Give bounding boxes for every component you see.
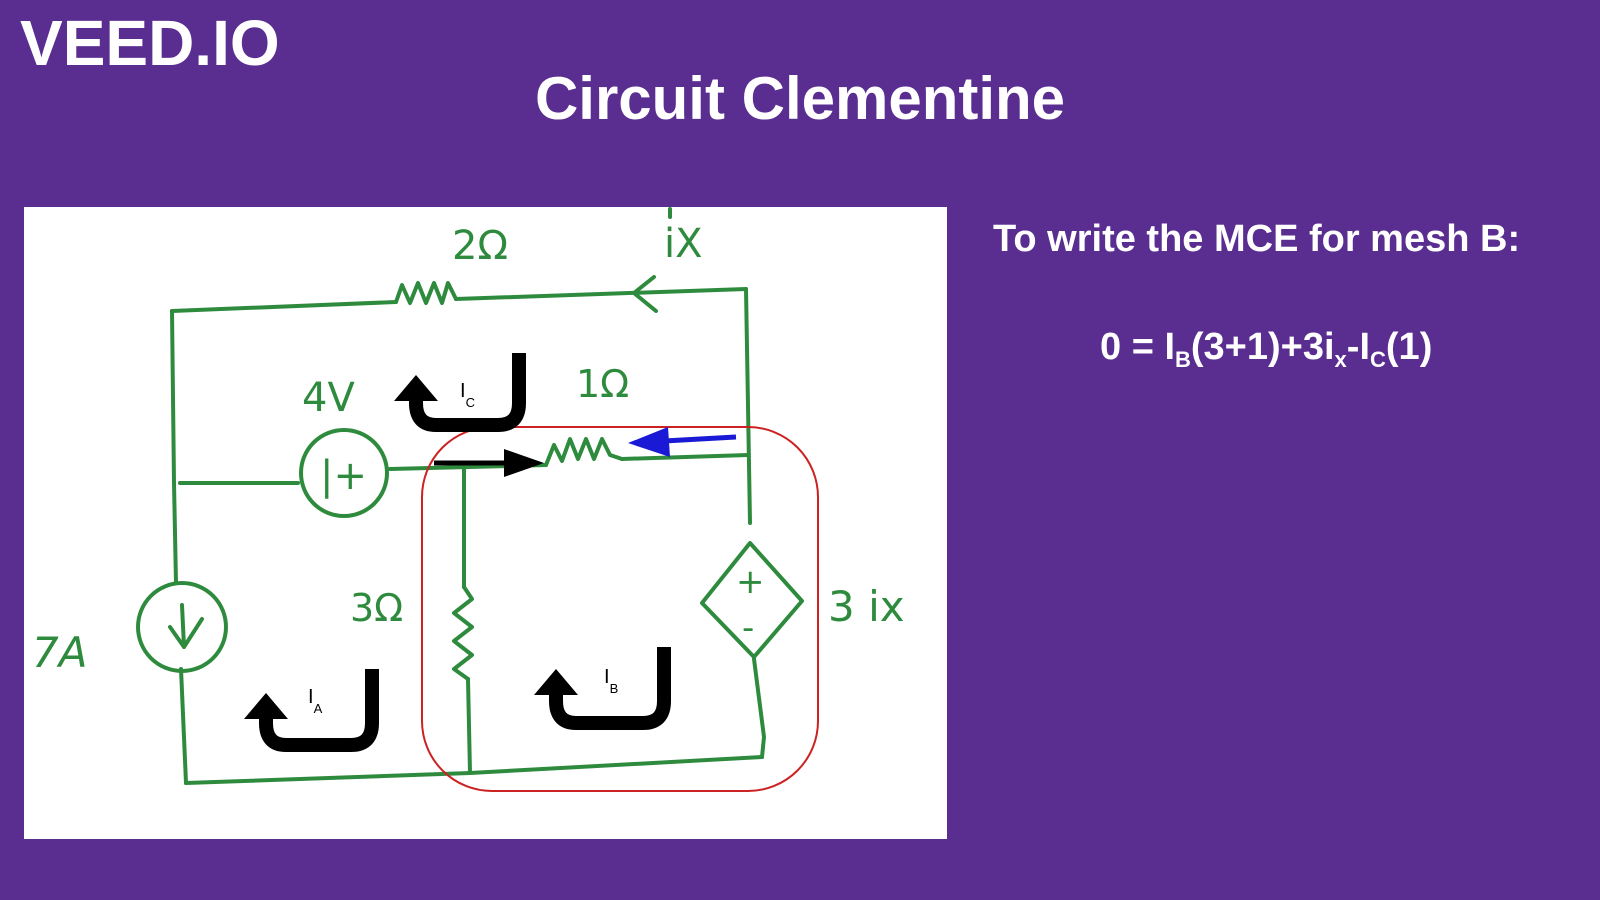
mesh-c-label: IC xyxy=(460,380,475,410)
resistor-1-ohm xyxy=(544,437,624,467)
eq-sub-b: B xyxy=(1175,347,1191,372)
resistor-2-ohm xyxy=(394,281,458,305)
label-1-ohm: 1Ω xyxy=(576,362,629,406)
mesh-arrow-a xyxy=(244,669,379,752)
bottom-wire xyxy=(184,755,764,785)
top-wire-left xyxy=(170,300,398,313)
mesh-a-label: IA xyxy=(308,686,323,716)
mesh-arrow-b xyxy=(534,647,671,730)
label-ix-top: iX xyxy=(664,221,703,267)
label-4v: 4V xyxy=(302,375,355,421)
circuit-wires xyxy=(136,207,804,785)
left-wire-bottom xyxy=(179,667,188,785)
mce-equation: 0 = IB(3+1)+3ix-IC(1) xyxy=(1100,326,1433,372)
eq-mid2: -I xyxy=(1346,326,1371,368)
dependent-source-diamond xyxy=(700,541,804,659)
mid-wire-far-right xyxy=(620,453,750,461)
label-7a: 7A xyxy=(32,628,87,677)
left-wire-mid xyxy=(172,481,178,585)
top-wire-right xyxy=(454,287,748,301)
branch-3-ohm-bottom xyxy=(466,677,472,775)
label-3-ix: 3 ix xyxy=(828,582,905,631)
mesh-b-label: IB xyxy=(604,666,618,696)
slide-title-text: Circuit Clementine xyxy=(534,65,1066,132)
circuit-diagram: IC IA IB 2Ω iX 4V 1Ω 3Ω 3 ix 7A |+ + - xyxy=(32,207,905,792)
current-source-arrow xyxy=(168,603,204,649)
current-source-circle xyxy=(136,581,228,673)
black-current-arrow xyxy=(434,449,544,477)
label-2-ohm: 2Ω xyxy=(452,223,508,269)
eq-end: (1) xyxy=(1385,326,1433,368)
resistor-3-ohm xyxy=(452,585,474,681)
eq-mid1: (3+1)+3i xyxy=(1190,326,1335,368)
slide-title: Circuit Clementine xyxy=(0,64,1600,133)
veed-logo: VEED.IO xyxy=(20,7,280,79)
left-wire-top xyxy=(170,309,176,485)
blue-ix-arrow xyxy=(628,427,737,457)
voltage-source-circle xyxy=(299,428,389,518)
dependent-plus-sign: + xyxy=(736,562,765,602)
right-wire-bottom xyxy=(752,657,766,759)
dependent-minus-sign: - xyxy=(742,608,754,648)
mce-heading: To write the MCE for mesh B: xyxy=(993,218,1521,260)
eq-lhs: 0 = I xyxy=(1100,326,1175,368)
eq-sub-c: C xyxy=(1370,347,1386,372)
voltage-source-symbol: |+ xyxy=(320,453,367,499)
mesh-b-outline xyxy=(421,426,819,792)
ix-arrow-head xyxy=(632,275,658,313)
label-3-ohm: 3Ω xyxy=(350,586,403,630)
eq-sub-x: x xyxy=(1334,347,1347,372)
mesh-arrow-c xyxy=(394,353,526,432)
circuit-whiteboard: IC IA IB 2Ω iX 4V 1Ω 3Ω 3 ix 7A |+ + - xyxy=(24,207,947,839)
right-wire-top xyxy=(744,287,752,525)
